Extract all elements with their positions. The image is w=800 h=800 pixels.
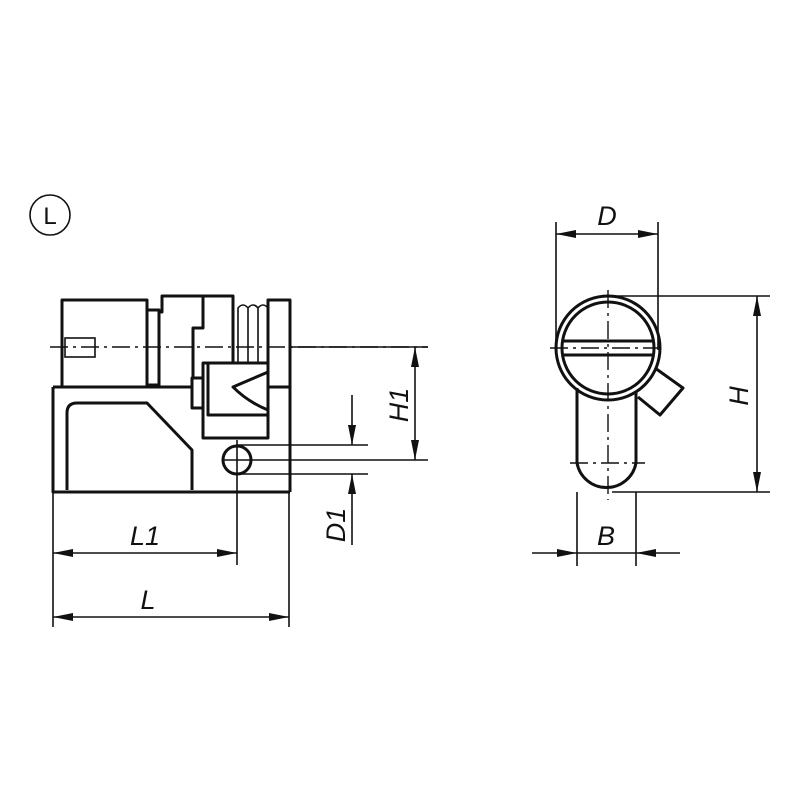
d-extension-lines — [555, 222, 659, 350]
latch-tab — [190, 376, 205, 410]
front-center-lines — [550, 290, 666, 500]
dimension-d: D — [556, 201, 658, 238]
base-recess — [65, 401, 194, 490]
dimension-l-label: L — [140, 585, 155, 615]
view-label-text: L — [43, 203, 56, 230]
spring — [237, 304, 269, 363]
view-label-badge: L — [29, 194, 71, 236]
front-view — [550, 222, 770, 566]
end-cap — [266, 298, 292, 492]
lug — [637, 366, 685, 417]
shank — [575, 388, 638, 489]
side-view — [50, 294, 428, 627]
latch-inner — [206, 361, 270, 417]
dimension-h1: H1 — [384, 347, 419, 460]
dimension-d1: D1 — [321, 395, 356, 545]
rear-housing — [60, 298, 149, 389]
latch-triangle — [231, 370, 269, 412]
dimension-d1-label: D1 — [321, 508, 351, 543]
dimension-h1-label: H1 — [384, 388, 414, 423]
h-extension-lines — [612, 295, 770, 493]
dimension-l1-label: L1 — [130, 521, 160, 551]
upper-segment — [203, 294, 235, 363]
hole-center-lines — [222, 440, 428, 565]
dimension-b: B — [532, 521, 680, 557]
l-extension-lines — [52, 492, 290, 627]
d1-extension-lines — [237, 444, 368, 475]
dimension-d-label: D — [597, 201, 617, 231]
dimension-l: L — [53, 585, 289, 621]
dimension-h-label: H — [724, 386, 754, 406]
dimension-b-label: B — [597, 521, 615, 551]
view-label-circle — [29, 194, 71, 236]
dimension-h: H — [724, 296, 761, 492]
dimension-l1: L1 — [53, 521, 237, 557]
latch-box — [201, 361, 270, 440]
middle-block — [157, 294, 205, 387]
